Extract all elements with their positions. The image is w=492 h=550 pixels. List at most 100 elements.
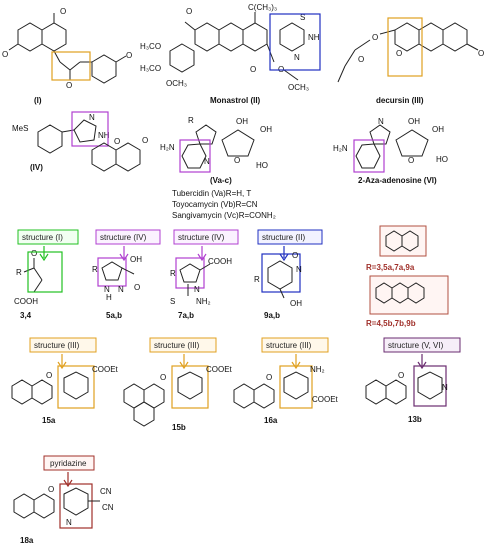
svg-text:N: N xyxy=(104,285,110,294)
svg-text:O: O xyxy=(60,7,66,16)
highlight-box xyxy=(51,51,91,81)
svg-text:15b: 15b xyxy=(172,423,186,432)
svg-text:15a: 15a xyxy=(42,416,56,425)
svg-text:N: N xyxy=(204,157,210,166)
compound-II: C(CH₃)₃ O H₃CO H₃CO OCH₃ O O OCH₃ S NH N… xyxy=(140,3,321,105)
svg-text:7a,b: 7a,b xyxy=(178,311,194,320)
svg-text:OCH₃: OCH₃ xyxy=(166,79,187,88)
svg-text:Sangivamycin (Vc)R=CONH₂: Sangivamycin (Vc)R=CONH₂ xyxy=(172,211,276,220)
svg-text:9a,b: 9a,b xyxy=(264,311,280,320)
svg-text:COOH: COOH xyxy=(208,257,232,266)
svg-text:HO: HO xyxy=(256,161,268,170)
svg-text:NH₂: NH₂ xyxy=(310,365,325,374)
compound-16a: O NH₂ COOEt 16a xyxy=(233,365,339,425)
svg-text:H₃CO: H₃CO xyxy=(140,42,161,51)
svg-text:16a: 16a xyxy=(264,416,278,425)
compound-13b: O N 13b xyxy=(365,365,448,424)
svg-text:COOEt: COOEt xyxy=(312,395,339,404)
svg-text:N: N xyxy=(294,53,300,62)
tag-structure-V-VI: structure (V, VI) xyxy=(383,337,461,370)
svg-text:OH: OH xyxy=(236,117,248,126)
tag-structure-III-b: structure (III) xyxy=(149,337,217,370)
svg-text:pyridazine: pyridazine xyxy=(50,459,87,468)
svg-text:OH: OH xyxy=(260,125,272,134)
svg-text:CN: CN xyxy=(100,487,112,496)
svg-text:(IV): (IV) xyxy=(30,163,43,172)
svg-text:O: O xyxy=(160,373,166,382)
tag-structure-IV-b: structure (IV) xyxy=(173,229,239,262)
highlight-box xyxy=(387,17,423,77)
svg-text:O: O xyxy=(134,283,140,292)
svg-text:HO: HO xyxy=(436,155,448,164)
svg-text:S: S xyxy=(170,297,175,306)
svg-text:NH: NH xyxy=(98,131,110,140)
svg-text:decursin (III): decursin (III) xyxy=(376,96,424,105)
svg-text:OH: OH xyxy=(130,255,142,264)
highlight-box xyxy=(269,13,321,71)
svg-text:NH: NH xyxy=(308,33,320,42)
compound-18a: O N CN CN 18a xyxy=(13,483,114,545)
svg-text:N: N xyxy=(89,113,95,122)
svg-text:3,4: 3,4 xyxy=(20,311,32,320)
highlight-box xyxy=(413,365,447,407)
svg-text:structure (IV): structure (IV) xyxy=(178,233,225,242)
svg-text:COOEt: COOEt xyxy=(206,365,233,374)
svg-text:O: O xyxy=(126,51,132,60)
compound-5ab: R N H N OH O 5a,b xyxy=(92,255,142,320)
svg-text:Tubercidin (Va)R=H, T: Tubercidin (Va)R=H, T xyxy=(172,189,251,198)
svg-text:N: N xyxy=(378,117,384,126)
compound-15b: O COOEt 15b xyxy=(123,365,233,432)
svg-text:O: O xyxy=(234,156,240,165)
svg-text:O: O xyxy=(358,55,364,64)
highlight-box xyxy=(27,251,63,293)
svg-text:structure (IV): structure (IV) xyxy=(100,233,147,242)
highlight-box xyxy=(353,139,385,173)
svg-text:structure (II): structure (II) xyxy=(262,233,305,242)
svg-text:Monastrol (II): Monastrol (II) xyxy=(210,96,261,105)
compound-9ab: R N O OH 9a,b xyxy=(254,251,302,320)
svg-text:O: O xyxy=(2,50,8,59)
svg-text:R: R xyxy=(188,116,194,125)
svg-text:O: O xyxy=(398,371,404,380)
svg-text:COOH: COOH xyxy=(14,297,38,306)
highlight-box xyxy=(179,139,211,173)
svg-text:COOEt: COOEt xyxy=(92,365,119,374)
compound-III: O O O O decursin (III) xyxy=(337,17,484,105)
svg-text:O: O xyxy=(372,33,378,42)
highlight-box xyxy=(97,257,127,287)
svg-text:structure (V, VI): structure (V, VI) xyxy=(388,341,444,350)
highlight-box xyxy=(57,365,95,409)
svg-text:Toyocamycin (Vb)R=CN: Toyocamycin (Vb)R=CN xyxy=(172,200,258,209)
svg-text:C(CH₃)₃: C(CH₃)₃ xyxy=(248,3,277,12)
svg-text:R=3,5a,7a,9a: R=3,5a,7a,9a xyxy=(366,263,415,272)
svg-text:R=4,5b,7b,9b: R=4,5b,7b,9b xyxy=(366,319,416,328)
tag-structure-III-c: structure (III) xyxy=(261,337,329,370)
highlight-box xyxy=(279,365,313,409)
svg-text:OCH₃: OCH₃ xyxy=(288,83,309,92)
svg-text:NH₂: NH₂ xyxy=(196,297,211,306)
svg-text:O: O xyxy=(250,65,256,74)
svg-text:R: R xyxy=(92,265,98,274)
svg-text:O: O xyxy=(186,7,192,16)
svg-text:R: R xyxy=(16,268,22,277)
svg-text:N: N xyxy=(118,285,124,294)
coumarin-R-series-2: R=4,5b,7b,9b xyxy=(366,275,449,328)
svg-text:O: O xyxy=(142,136,148,145)
svg-text:O: O xyxy=(31,249,37,258)
svg-text:O: O xyxy=(66,81,72,90)
svg-text:(I): (I) xyxy=(34,96,42,105)
tag-structure-II: structure (II) xyxy=(257,229,323,262)
svg-text:2-Aza-adenosine (VI): 2-Aza-adenosine (VI) xyxy=(358,176,437,185)
svg-text:O: O xyxy=(396,49,402,58)
tag-structure-III-a: structure (III) xyxy=(29,337,97,370)
svg-text:OH: OH xyxy=(408,117,420,126)
compound-IV: MeS N NH O O (IV) xyxy=(12,111,148,172)
svg-text:R: R xyxy=(170,269,176,278)
svg-text:structure (III): structure (III) xyxy=(154,341,200,350)
highlight-box xyxy=(175,257,205,289)
compound-7ab: R COOH N S NH₂ 7a,b xyxy=(170,257,232,320)
svg-text:R: R xyxy=(254,275,260,284)
compound-V: R H₂N N O OH OH HO (Va-c) Tubercidin (Va… xyxy=(160,116,276,220)
highlight-box xyxy=(171,365,209,409)
svg-text:O: O xyxy=(408,156,414,165)
